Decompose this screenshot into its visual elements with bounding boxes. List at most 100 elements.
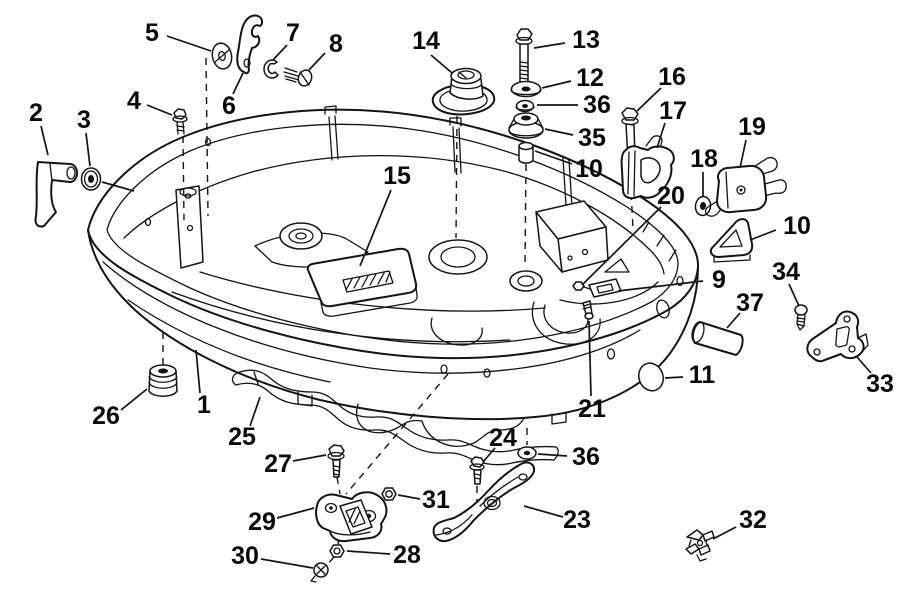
- part-30-screw: [310, 562, 329, 583]
- leader-line-12: [541, 80, 572, 89]
- leader-line-14: [430, 54, 453, 74]
- leader-line-10a: [534, 150, 573, 165]
- leader-line-28: [346, 550, 391, 555]
- leader-line-35: [544, 128, 574, 136]
- part-17-clamp-lever: [620, 135, 675, 200]
- callout-18: 18: [690, 145, 718, 173]
- part-1-lower-engine-cover: [87, 105, 700, 447]
- part-25-seal-strip: [231, 369, 559, 466]
- callout-36b: 36: [572, 443, 600, 471]
- leader-line-1: [195, 349, 201, 394]
- boss-c: [509, 270, 543, 292]
- callout-36a: 36: [583, 91, 611, 119]
- leader-line-19: [739, 139, 747, 169]
- callout-37: 37: [736, 289, 764, 317]
- part-26-grommet: [148, 364, 178, 397]
- part-37-pin: [691, 321, 744, 356]
- part-5-washer: [211, 42, 233, 70]
- callout-27: 27: [264, 450, 292, 478]
- callout-20: 20: [657, 182, 685, 210]
- callout-19: 19: [738, 113, 766, 141]
- callout-6: 6: [222, 92, 236, 120]
- leader-line-32: [712, 526, 737, 540]
- part-24-bolt: [469, 456, 485, 485]
- part-19-connector: [704, 156, 787, 217]
- part-21-stud: [582, 300, 594, 320]
- part-31-nut: [381, 487, 397, 501]
- leader-line-17: [656, 122, 666, 149]
- boss-b: [428, 239, 488, 275]
- callout-32: 32: [739, 506, 767, 534]
- leader-line-23: [523, 505, 564, 518]
- callout-15: 15: [383, 162, 411, 190]
- leader-line-11: [664, 376, 684, 379]
- leader-line-3: [101, 181, 135, 192]
- part-27-bolt: [327, 444, 345, 478]
- callout-16: 16: [658, 63, 686, 91]
- leader-line-33: [856, 356, 872, 374]
- leader-line-20: [581, 206, 662, 286]
- part-10-wedge-bracket: [709, 218, 754, 263]
- leader-line-25: [249, 396, 261, 427]
- leader-line-7: [272, 44, 288, 61]
- callout-14: 14: [412, 27, 440, 55]
- callout-1: 1: [197, 391, 211, 419]
- part-23-plate-bracket: [432, 461, 536, 543]
- leader-line-13: [533, 42, 566, 49]
- callout-4: 4: [127, 87, 141, 115]
- leader-line-27: [292, 454, 327, 462]
- electrical-box: [535, 200, 609, 273]
- leader-line-24: [482, 447, 496, 463]
- callout-33: 33: [866, 370, 894, 398]
- callout-13: 13: [572, 26, 600, 54]
- part-32-spring-clip: [685, 529, 715, 562]
- leader-line-26: [120, 388, 148, 411]
- callout-28: 28: [393, 541, 421, 569]
- latch-post: [175, 185, 204, 269]
- part-29-mount-bracket: [315, 491, 388, 543]
- part-15-plate: [306, 247, 418, 317]
- callout-9: 9: [712, 266, 726, 294]
- leader-line-37: [726, 312, 741, 329]
- part-12-washer: [510, 80, 542, 98]
- leader-line-8: [308, 52, 326, 71]
- leader-line-16: [636, 87, 662, 112]
- leader-line-3: [85, 132, 91, 167]
- part-2-latch-lever: [34, 161, 78, 228]
- part-20-bolt: [572, 281, 591, 291]
- callout-7: 7: [286, 19, 300, 47]
- callout-3: 3: [77, 106, 91, 134]
- leader-line-6: [232, 72, 244, 95]
- callout-11: 11: [689, 361, 716, 389]
- part-4-bolt: [172, 108, 188, 135]
- part-36-washer-bottom: [517, 446, 537, 460]
- part-34-screw: [794, 304, 808, 331]
- callout-5: 5: [145, 19, 159, 47]
- callout-2: 2: [29, 99, 43, 127]
- callout-10a: 10: [575, 155, 603, 183]
- leader-line-36b: [537, 453, 568, 457]
- part-36-washer-top: [515, 99, 535, 113]
- part-6-hook-lever: [236, 14, 264, 75]
- leader-line-29: [276, 507, 315, 519]
- callout-30: 30: [231, 542, 259, 570]
- part-28-nut: [329, 544, 345, 558]
- callout-31: 31: [422, 486, 450, 514]
- leader-line-34: [788, 283, 800, 307]
- leader-line-10b: [749, 229, 777, 241]
- callout-35: 35: [578, 124, 606, 152]
- callout-25: 25: [228, 423, 256, 451]
- callout-17: 17: [659, 97, 687, 125]
- callout-12: 12: [576, 64, 604, 92]
- leader-line-21: [588, 320, 592, 397]
- callout-34: 34: [772, 258, 800, 286]
- callout-26: 26: [92, 402, 120, 430]
- leader-line-30: [260, 558, 314, 569]
- part-14-rubber-mount: [431, 67, 496, 116]
- part-7-lock-washer: [263, 59, 279, 79]
- part-8-screw: [283, 67, 313, 87]
- part-11-plug: [637, 362, 665, 392]
